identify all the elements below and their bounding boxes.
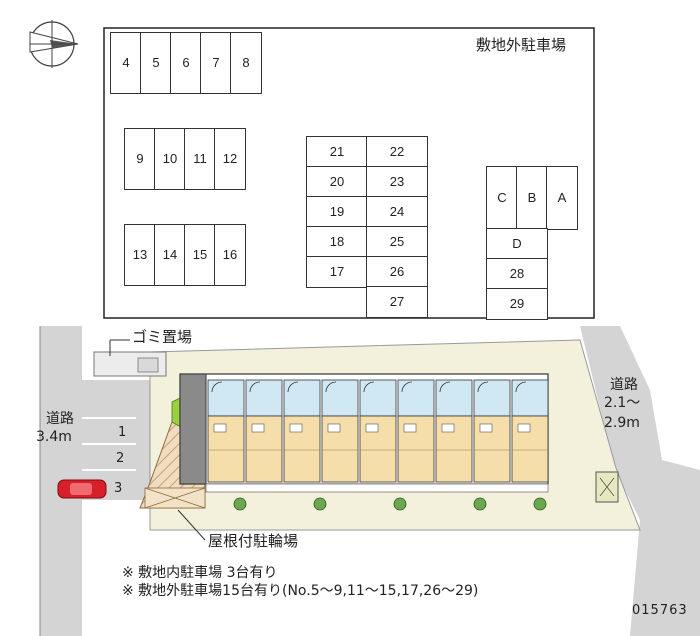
parking-space: 25 [366, 226, 428, 258]
parking-space: 17 [306, 256, 368, 288]
parking-space: 9 [124, 128, 156, 190]
road-left-width: 3.4m [36, 429, 72, 445]
car-icon [57, 479, 107, 499]
parking-space: 7 [200, 32, 232, 94]
parking-space: 8 [230, 32, 262, 94]
parking-space: 6 [170, 32, 202, 94]
parking-space: 29 [486, 288, 548, 320]
onsite-space-3: 3 [114, 481, 123, 496]
parking-space: 4 [110, 32, 142, 94]
apartment-unit [245, 379, 283, 483]
onsite-space-1: 1 [118, 425, 127, 440]
bike-parking-label: 屋根付駐輪場 [208, 532, 299, 550]
parking-space: 10 [154, 128, 186, 190]
apartment-unit [511, 379, 549, 483]
parking-space: 18 [306, 226, 368, 258]
parking-space: 23 [366, 166, 428, 198]
apartment-unit [397, 379, 435, 483]
parking-space: C [486, 166, 518, 230]
parking-space: B [516, 166, 548, 230]
onsite-space-2: 2 [116, 451, 125, 466]
tree-icon [393, 497, 407, 511]
parking-space: 11 [184, 128, 216, 190]
road-right [580, 326, 700, 636]
parking-space: 28 [486, 258, 548, 290]
parking-space: 24 [366, 196, 428, 228]
note-onsite: ※ 敷地内駐車場 3台有り [122, 565, 278, 581]
parking-space: 16 [214, 224, 246, 286]
tree-icon [233, 497, 247, 511]
parking-space: 22 [366, 136, 428, 168]
garbage-label: ゴミ置場 [132, 328, 193, 346]
trees [233, 497, 547, 511]
tree-icon [533, 497, 547, 511]
road-left-name: 道路 [46, 411, 74, 427]
road-right-width-2: 2.9m [604, 415, 640, 431]
onsite-parking [82, 417, 136, 471]
parking-space: A [546, 166, 578, 230]
road-right-width-1: 2.1～ [604, 395, 641, 411]
tree-icon [473, 497, 487, 511]
parking-space: 13 [124, 224, 156, 286]
parking-space: 21 [306, 136, 368, 168]
note-offsite: ※ 敷地外駐車場15台有り(No.5～9,11～15,17,26～29) [122, 583, 479, 599]
compass-icon [29, 20, 79, 68]
apartment-unit [359, 379, 397, 483]
apartment-unit [473, 379, 511, 483]
parking-space: 5 [140, 32, 172, 94]
bike-leader [177, 509, 206, 541]
parking-space: 14 [154, 224, 186, 286]
parking-space: 19 [306, 196, 368, 228]
tree-icon [313, 497, 327, 511]
offsite-lot-title: 敷地外駐車場 [476, 36, 567, 54]
property-code: 015763 [632, 603, 688, 618]
parking-space: 20 [306, 166, 368, 198]
parking-space: D [486, 228, 548, 260]
road-right-name: 道路 [610, 377, 638, 393]
apartment-unit [435, 379, 473, 483]
apartment-building [179, 373, 549, 493]
apartment-unit [207, 379, 245, 483]
apartment-unit [283, 379, 321, 483]
parking-space: 26 [366, 256, 428, 288]
apartment-unit [321, 379, 359, 483]
parking-space: 15 [184, 224, 216, 286]
parking-space: 12 [214, 128, 246, 190]
parking-space: 27 [366, 286, 428, 318]
